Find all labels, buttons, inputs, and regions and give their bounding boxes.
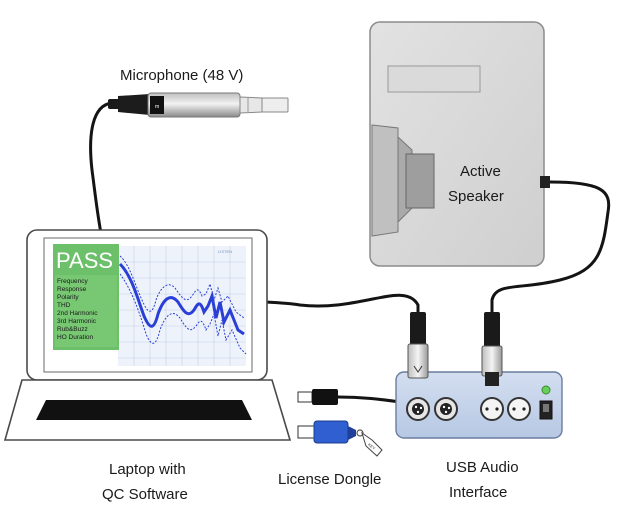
- test-item: Rub&Buzz: [57, 326, 88, 333]
- xlr-plug-speaker: [481, 312, 503, 386]
- power-led: [541, 385, 551, 395]
- laptop-label-line2: QC Software: [102, 486, 188, 503]
- interface-label-line2: Interface: [449, 484, 507, 501]
- speaker-label-line2: Speaker: [448, 188, 504, 205]
- xlr-input-2: [434, 397, 458, 421]
- active-speaker: [369, 21, 550, 267]
- software-brand: LISTEN: [218, 249, 232, 254]
- laptop-label-line1: Laptop with: [109, 461, 186, 478]
- test-item: Polarity: [57, 294, 79, 301]
- xlr-output-1: [480, 397, 504, 421]
- response-lower-limit: [119, 273, 247, 355]
- speaker-cable: [490, 180, 611, 318]
- xlr-input-1: [406, 397, 430, 421]
- test-item: 2nd Harmonic: [57, 310, 98, 317]
- test-item: HO Duration: [57, 334, 94, 341]
- microphone: m: [108, 92, 289, 118]
- svg-text:m: m: [155, 104, 159, 110]
- usb-audio-interface: [395, 371, 563, 439]
- usb-cable: [297, 389, 401, 405]
- dongle-label: License Dongle: [278, 471, 381, 488]
- laptop: LISTEN PASS Frequency Response Polarity …: [3, 229, 292, 441]
- response-upper-limit: [119, 255, 245, 319]
- test-item: Response: [57, 286, 87, 293]
- xlr-output-2: [507, 397, 531, 421]
- interface-label-line1: USB Audio: [446, 459, 519, 476]
- xlr-plug-microphone: [407, 312, 429, 379]
- test-item: THD: [57, 302, 71, 309]
- response-curve: [118, 262, 245, 336]
- license-dongle: KEY: [297, 420, 383, 457]
- test-item: 3rd Harmonic: [57, 318, 97, 325]
- microphone-label: Microphone (48 V): [120, 67, 243, 84]
- test-item: Frequency: [57, 278, 88, 285]
- dongle-tag: KEY: [367, 442, 377, 451]
- pass-status: PASS: [56, 248, 113, 273]
- laptop-keyboard: [36, 400, 252, 420]
- speaker-label-line1: Active: [460, 163, 501, 180]
